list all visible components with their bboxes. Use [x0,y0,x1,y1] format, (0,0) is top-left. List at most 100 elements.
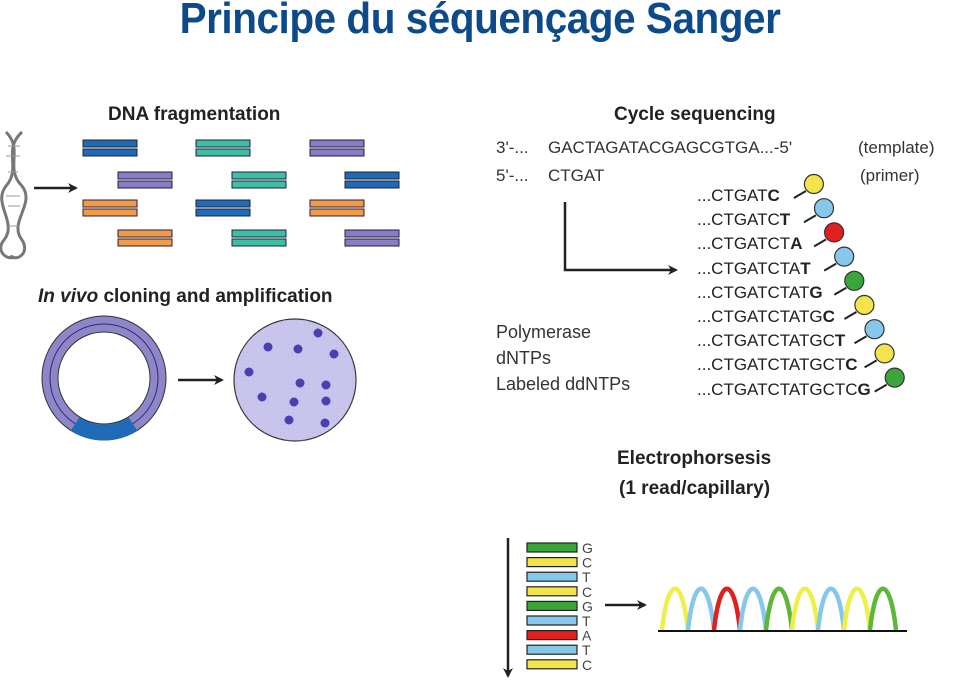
gel-band [526,629,578,641]
cloning-heading-rest: cloning and amplification [98,286,333,307]
dna-fragment-strand [231,229,287,238]
product-terminal-base: C [767,186,780,205]
dna-fragment-strand [117,238,173,247]
template-prefix: 3'-... [496,138,529,157]
chromatogram-peak-G [763,586,795,631]
ddntp-linker [833,286,847,296]
dna-fragment-strand [82,148,138,157]
cloning-heading: In vivo cloning and amplification [38,286,333,308]
dna-fragment-strand [344,238,400,247]
reagent-ddntps: Labeled ddNTPs [496,374,631,394]
ddntp-label-C [874,343,895,364]
dna-fragment-strand [117,229,173,238]
gel-band [526,571,578,582]
gel-band [526,659,578,670]
dna-fragment-strand [231,180,287,189]
ddntp-linker [823,262,837,272]
dna-fragment-strand [309,148,365,157]
gel-band [526,615,578,626]
bacterial-colony [321,396,331,406]
product-stem: ...CTGAT [697,186,768,205]
gel-band [526,600,578,612]
cycle-heading: Cycle sequencing [614,104,776,125]
dna-fragment-strand [195,199,251,208]
dna-fragment-strand [309,199,365,208]
product-terminal-base: C [822,307,835,326]
bacterial-colony [321,380,331,390]
dna-fragment-strand [117,171,173,180]
product-stem: ...CTGATC [697,210,780,230]
gel-band [526,556,578,568]
chromatogram-peak-A [711,586,743,631]
dna-fragment-strand [231,171,287,180]
ddntp-label-C [803,173,825,195]
product-stem: ...CTGATCTATGC [697,331,835,351]
bacterial-colony [329,349,339,359]
gel-band-letter: T [582,642,591,658]
extension-product: ...CTGATCTATGCT [697,331,845,351]
ddntp-linker [864,359,878,369]
dna-fragment-strand [344,180,400,189]
ddntp-linker [853,335,868,345]
gel-band-letter: T [582,569,591,585]
template-label: (template) [858,138,935,157]
extension-product: ...CTGATCTATGCTCG [697,380,871,400]
bacterial-colony [257,392,267,402]
bacterial-colony [263,342,273,352]
dna-fragment-strand [309,208,365,217]
chromatogram-peak-C [659,586,691,631]
primer-label: (primer) [860,166,920,185]
gel-band-letter: C [582,657,592,673]
product-stem: ...CTGATCTAT [697,282,810,302]
ddntp-label-A [823,222,845,243]
ddntp-label-C [854,294,875,316]
bacterial-colony [295,378,305,388]
gel-band [526,542,578,553]
gel-band-letter: G [582,598,593,614]
ddntp-label-T [813,198,835,219]
product-terminal-base: T [800,258,811,278]
electrophoresis-heading-1: Electrophorsesis [617,448,772,469]
bacterial-colony [313,328,323,338]
dna-fragment-strand [344,171,400,180]
electrophoresis-heading-2: (1 read/capillary) [619,478,771,499]
product-terminal-base: G [857,379,871,399]
gel-band-letter: C [582,555,592,571]
ddntp-linker [813,238,827,248]
product-stem: ...CTGATCTATG [697,307,823,326]
extension-product: ...CTGATCTA [697,234,802,254]
gel-band-letter: G [582,540,593,556]
dna-fragment-strand [195,208,251,217]
dna-fragment-strand [344,229,400,238]
gel-band-letter: C [582,584,592,600]
gel-band-letter: T [582,613,591,629]
extension-product: ...CTGATCT [697,210,790,230]
extension-product: ...CTGATC [697,186,780,206]
chromatogram-peak-T [737,586,769,631]
dna-fragments [82,139,400,247]
bacterial-colony [289,397,299,407]
template-sequence: GACTAGATACGAGCGTGA...-5' [548,138,793,157]
reagent-dntps: dNTPs [496,348,552,368]
dna-fragment-strand [82,199,138,208]
page-title: Principe du séquençage Sanger [179,0,781,43]
chromatogram-peak-T [685,586,717,631]
dna-fragment-strand [82,208,138,217]
ddntp-label-T [834,246,855,267]
dna-fragment-strand [82,139,138,148]
gel-band-letter: A [582,628,592,644]
cloning-heading-italic: In vivo [38,286,99,307]
bacterial-colony [284,415,294,425]
gel-band [526,586,578,597]
gel-band [526,644,578,655]
product-stem: ...CTGATCTATGCT [697,355,846,375]
ddntp-label-G [844,270,865,291]
ddntp-linker [803,214,817,224]
product-stem: ...CTGATCT [697,234,791,254]
reagent-polymerase: Polymerase [496,322,592,342]
ddntp-label-G [884,367,905,388]
dna-fragment-strand [117,180,173,189]
cycle-arrow [563,202,678,275]
